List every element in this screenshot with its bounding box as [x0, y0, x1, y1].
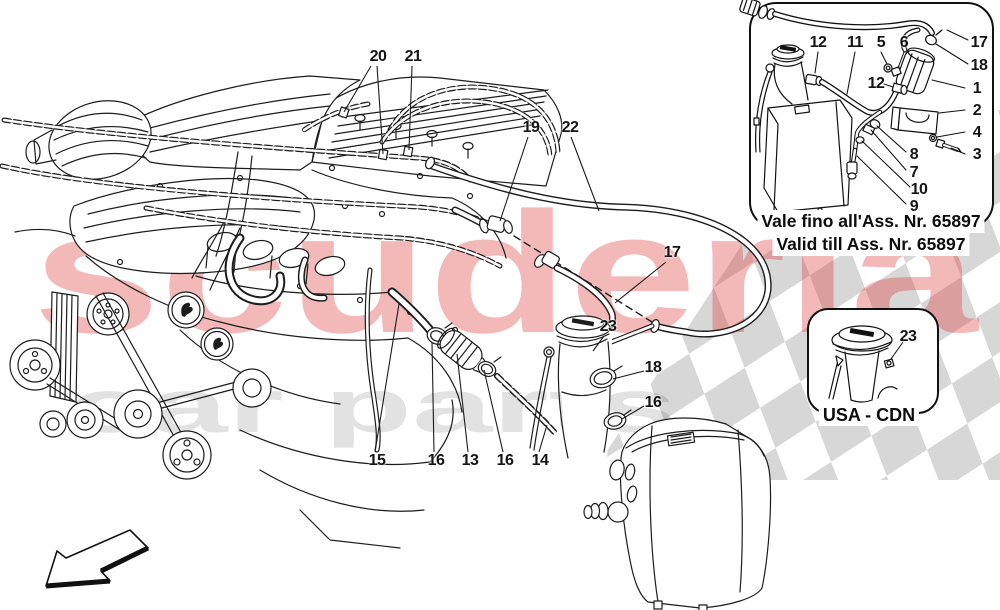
callout-number: 21 — [404, 48, 422, 65]
callout-number: 17 — [970, 34, 988, 51]
engine-line-art — [9, 75, 563, 549]
callout-number: 1 — [972, 80, 982, 97]
callout-number: 12 — [867, 75, 885, 92]
callout-number: 11 — [847, 34, 863, 51]
direction-arrow-icon — [45, 529, 150, 589]
callout-number: 7 — [909, 164, 919, 181]
callout-number: 4 — [972, 124, 982, 141]
callout-number: 6 — [899, 34, 909, 51]
usa-cdn-inset — [807, 308, 939, 414]
callout-number: 13 — [461, 452, 479, 469]
breather-hoses — [0, 84, 772, 453]
callout-number: 15 — [368, 452, 386, 469]
callout-number: 16 — [427, 452, 445, 469]
callout-number: 16 — [644, 394, 662, 411]
main-leader-lines — [343, 65, 667, 453]
callout-number: 17 — [663, 244, 681, 261]
usa-cdn-caption: USA - CDN — [818, 405, 920, 426]
validity-caption-line1: Vale fino all'Ass. Nr. 65897 — [757, 210, 985, 233]
validity-caption: Vale fino all'Ass. Nr. 65897 Valid till … — [757, 210, 985, 256]
callout-number: 5 — [876, 34, 886, 51]
callout-number: 23 — [899, 328, 917, 345]
callout-number: 16 — [496, 452, 514, 469]
callout-number: 10 — [910, 181, 928, 198]
callout-number: 14 — [531, 452, 549, 469]
callout-number: 23 — [599, 318, 617, 335]
callout-number: 18 — [644, 359, 662, 376]
callout-number: 8 — [909, 146, 919, 163]
callout-number: 22 — [561, 119, 579, 136]
callout-number: 9 — [909, 198, 919, 215]
oil-tank-drawing — [529, 315, 772, 610]
callout-number: 19 — [522, 119, 540, 136]
validity-inset — [739, 0, 994, 229]
callout-number: 12 — [809, 34, 827, 51]
callout-number: 18 — [970, 57, 988, 74]
callout-number: 3 — [972, 146, 982, 163]
validity-caption-line2: Valid till Ass. Nr. 65897 — [772, 233, 970, 256]
callout-number: 2 — [972, 102, 982, 119]
callout-number: 20 — [369, 48, 387, 65]
